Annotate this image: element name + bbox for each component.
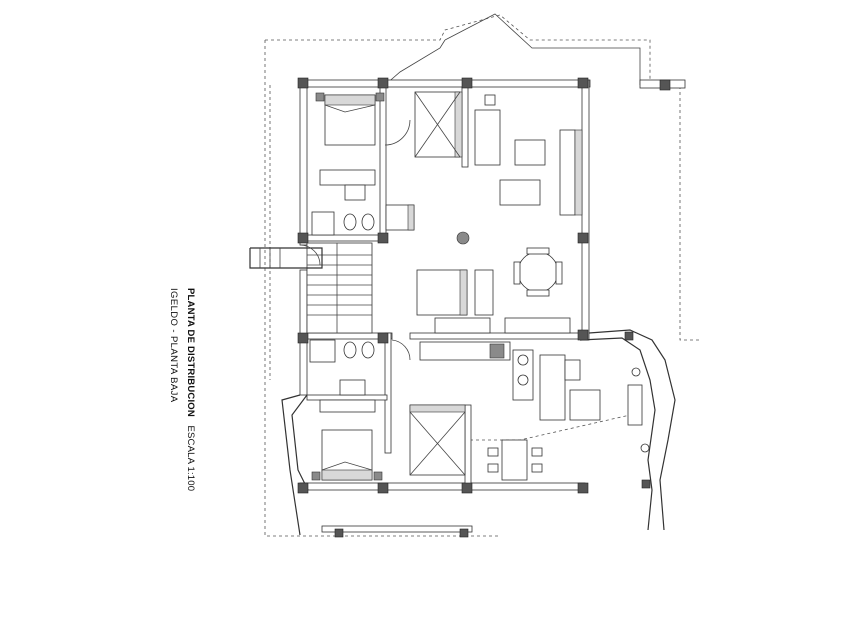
structural-columns: [297, 77, 671, 538]
interior-walls: [306, 86, 586, 486]
plan-scale: ESCALA 1:100: [185, 425, 196, 492]
door-swings: [299, 119, 411, 361]
bedroom-bottom: [311, 429, 383, 481]
lower-dining: [487, 367, 650, 481]
living-area: [414, 91, 583, 334]
bathroom-bottom: [309, 339, 376, 413]
wardrobe-lower: [409, 404, 466, 476]
plan-caption: PLANTA DE DISTRIBUCION ESCALA 1:100 IGEL…: [168, 288, 196, 628]
plan-subtitle: IGELDO - PLANTA BAJA: [168, 288, 179, 403]
caption-line-1: PLANTA DE DISTRIBUCION ESCALA 1:100: [185, 288, 196, 628]
bathroom-top: [311, 169, 415, 236]
floor-plan-drawing: [249, 13, 700, 538]
plan-title: PLANTA DE DISTRIBUCION: [185, 288, 196, 417]
bedroom-top: [315, 92, 385, 146]
kitchen-counter: [419, 341, 601, 421]
roof-outline: [384, 13, 641, 86]
staircase: [249, 242, 373, 334]
